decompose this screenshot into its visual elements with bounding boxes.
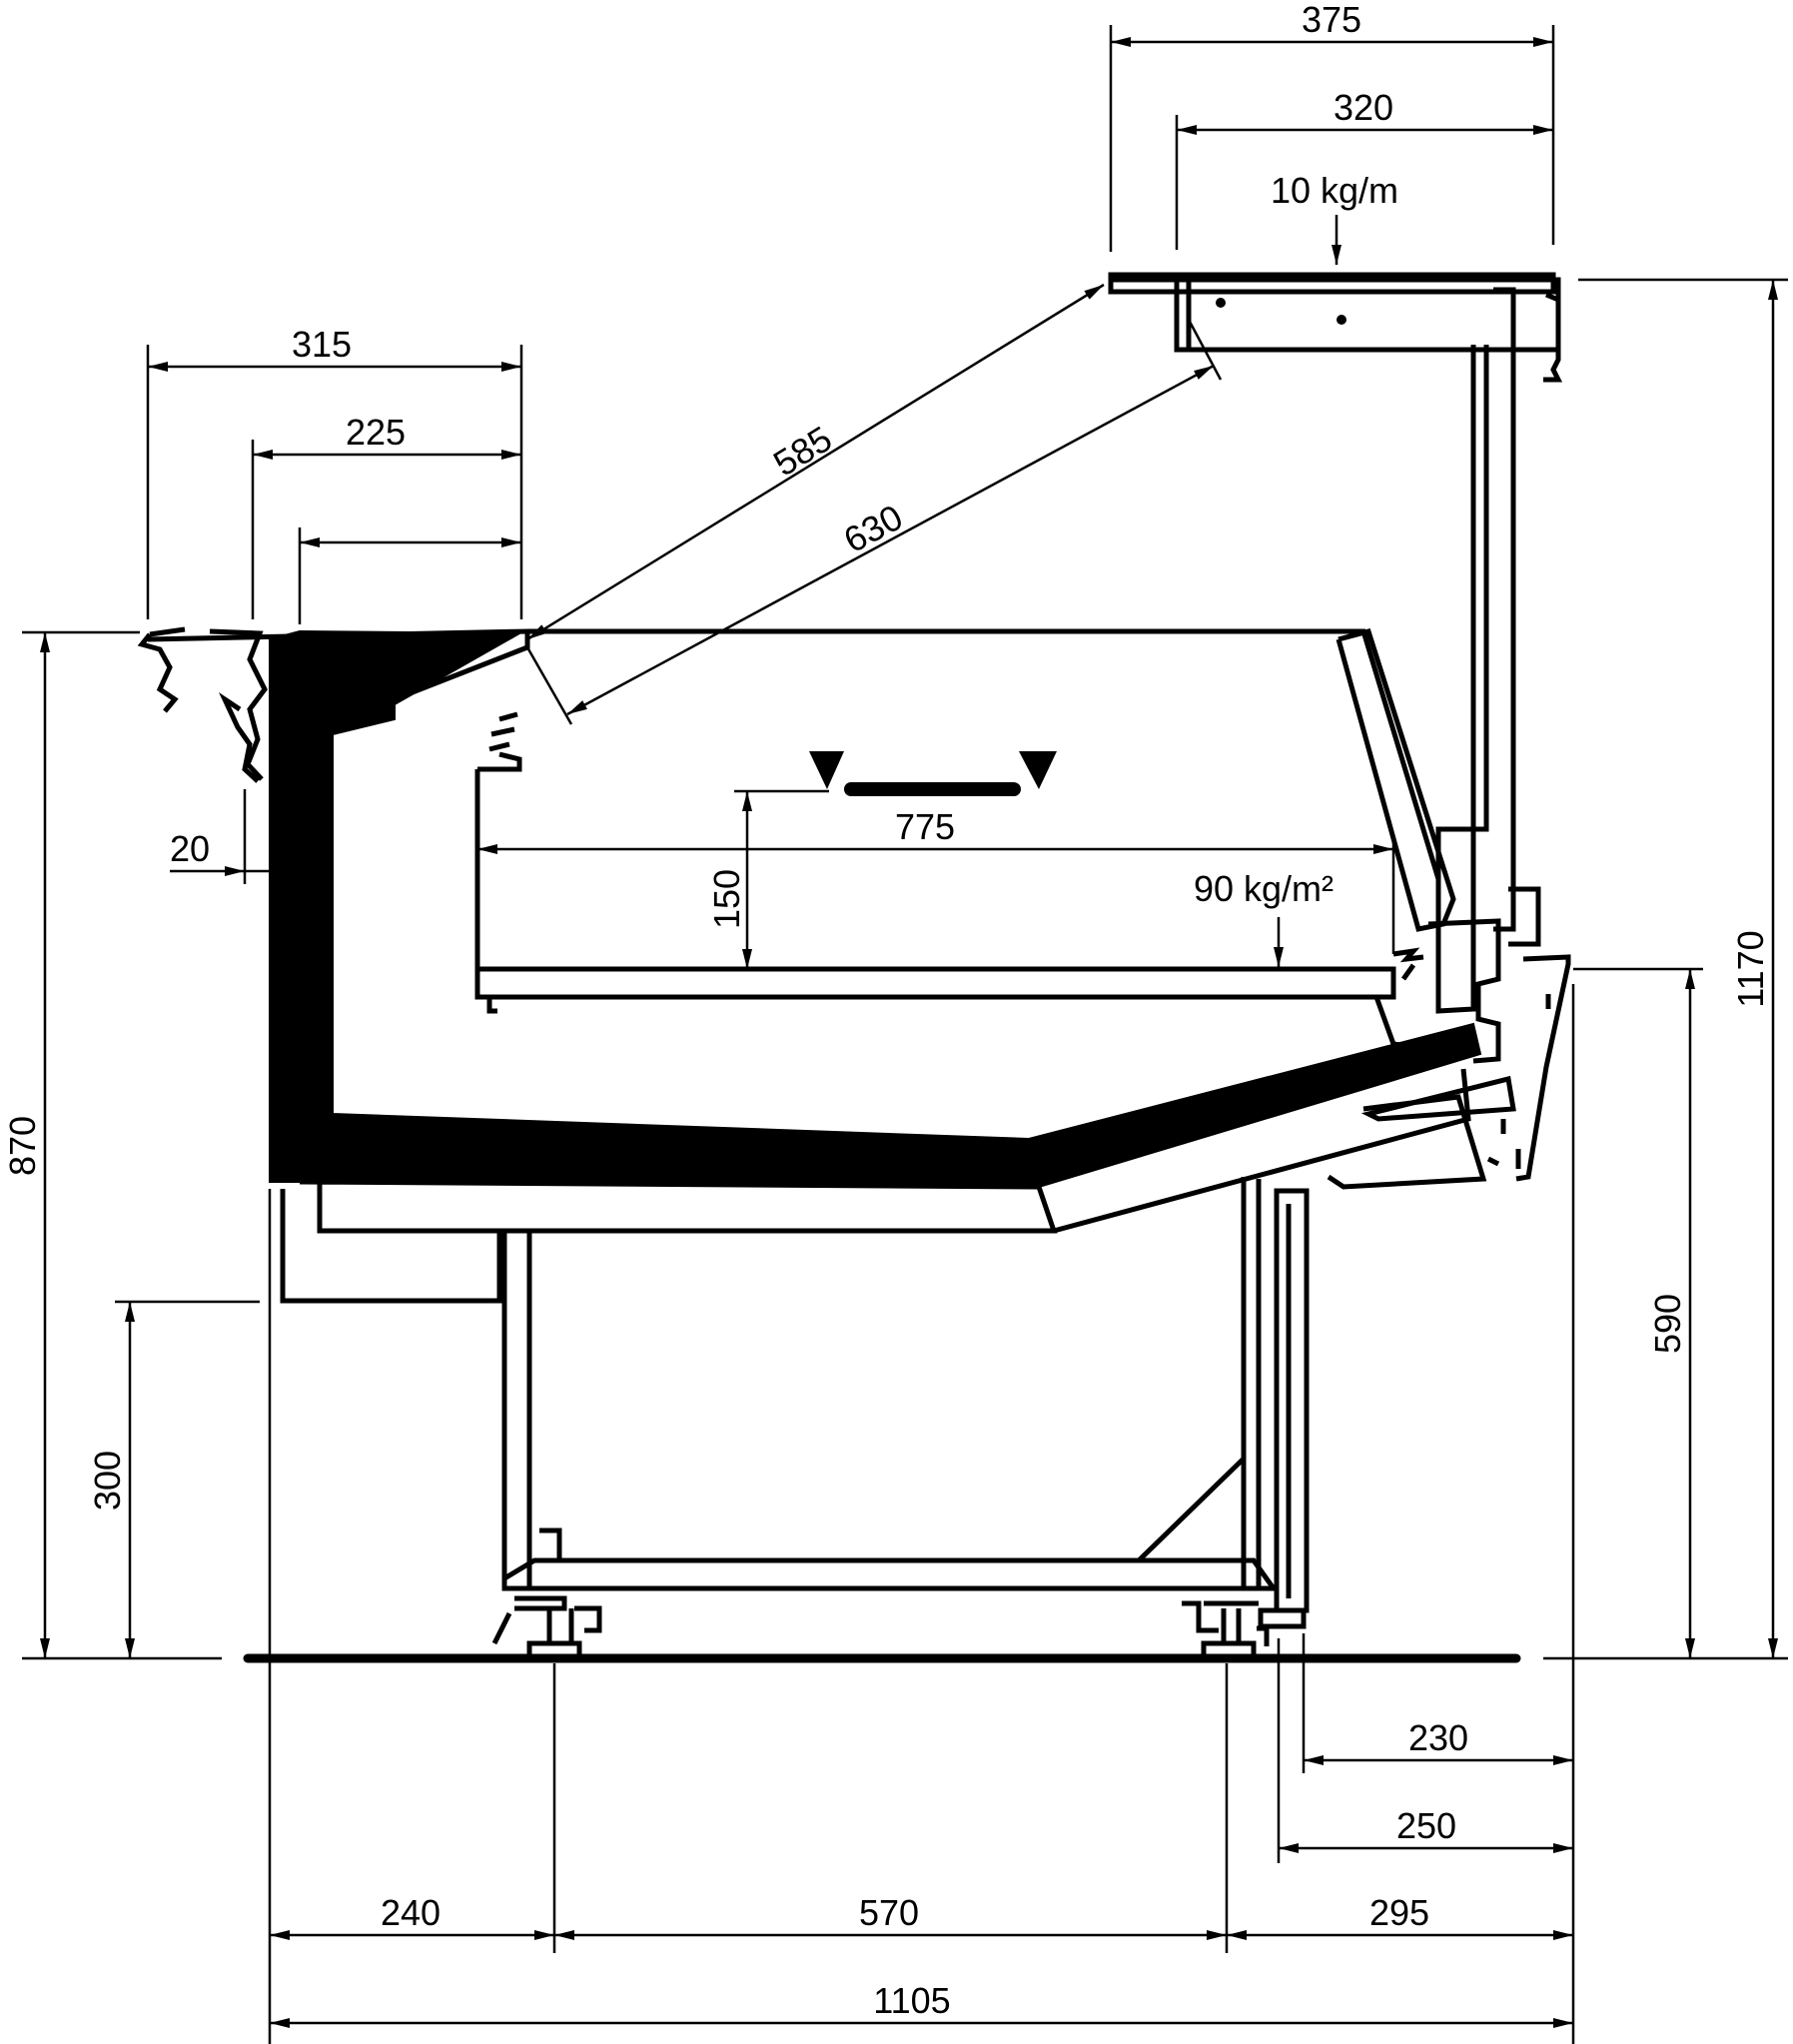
rear-upper-box bbox=[1111, 272, 1561, 353]
label-775: 775 bbox=[895, 806, 955, 847]
label-315: 315 bbox=[292, 324, 352, 365]
rear-post-inner bbox=[1493, 287, 1516, 932]
label-1170: 1170 bbox=[1730, 930, 1771, 1007]
base-slope bbox=[1053, 1068, 1471, 1234]
label-300: 300 bbox=[87, 1451, 128, 1511]
label-250: 250 bbox=[1396, 1805, 1456, 1846]
rear-pan bbox=[1360, 1075, 1516, 1122]
dimension-labels: 375 320 10 kg/m 315 225 585 630 775 150 … bbox=[2, 0, 1771, 2021]
level-triangle-right-icon bbox=[1019, 751, 1057, 789]
base-plate bbox=[299, 1179, 1058, 1234]
label-20: 20 bbox=[170, 828, 210, 869]
label-570: 570 bbox=[859, 1892, 919, 1933]
rear-post bbox=[1470, 345, 1489, 832]
insulated-tub bbox=[269, 629, 1482, 1189]
label-230: 230 bbox=[1408, 1717, 1468, 1758]
label-590: 590 bbox=[1647, 1294, 1688, 1354]
rear-foot-plate bbox=[1258, 1607, 1307, 1629]
label-load-top: 10 kg/m bbox=[1271, 170, 1398, 211]
shelf-bracket bbox=[486, 947, 1424, 1014]
front-foot bbox=[491, 1528, 602, 1659]
label-870: 870 bbox=[2, 1116, 43, 1176]
canopy-clamp bbox=[1543, 292, 1563, 383]
glass-front-inner bbox=[1336, 627, 1456, 932]
label-630: 630 bbox=[837, 497, 909, 561]
leg-frame bbox=[501, 1177, 1262, 1591]
label-375: 375 bbox=[1302, 0, 1361, 40]
dimension-lines bbox=[22, 25, 1788, 2044]
rear-foot bbox=[1182, 1600, 1270, 1659]
label-240: 240 bbox=[381, 1892, 441, 1933]
front-rail-profile bbox=[137, 626, 268, 783]
counter-section bbox=[137, 272, 1571, 1663]
label-load-shelf: 90 kg/m² bbox=[1194, 868, 1334, 909]
label-150: 150 bbox=[706, 869, 747, 929]
glass-front bbox=[527, 628, 1441, 880]
front-skirt bbox=[280, 1189, 502, 1304]
canopy-bolt bbox=[1216, 298, 1226, 308]
tub-outer-wall bbox=[269, 638, 301, 1183]
label-1105: 1105 bbox=[873, 1980, 950, 2021]
rear-door-panel bbox=[1274, 1188, 1310, 1613]
label-585: 585 bbox=[766, 418, 839, 484]
label-225: 225 bbox=[346, 412, 406, 453]
leg-crossbar bbox=[502, 1557, 1279, 1591]
leg-brace bbox=[1137, 1457, 1246, 1562]
label-320: 320 bbox=[1334, 87, 1393, 128]
rear-bolts bbox=[1486, 994, 1551, 1169]
top-canopy bbox=[1108, 272, 1556, 295]
inner-back-wall bbox=[474, 711, 522, 1000]
rear-cluster bbox=[1427, 826, 1571, 1182]
dim-630-line bbox=[566, 364, 1215, 716]
level-triangle-left-icon bbox=[809, 751, 844, 789]
canopy-bolt bbox=[1337, 315, 1346, 325]
label-295: 295 bbox=[1369, 1892, 1429, 1933]
shelf bbox=[479, 966, 1439, 1052]
